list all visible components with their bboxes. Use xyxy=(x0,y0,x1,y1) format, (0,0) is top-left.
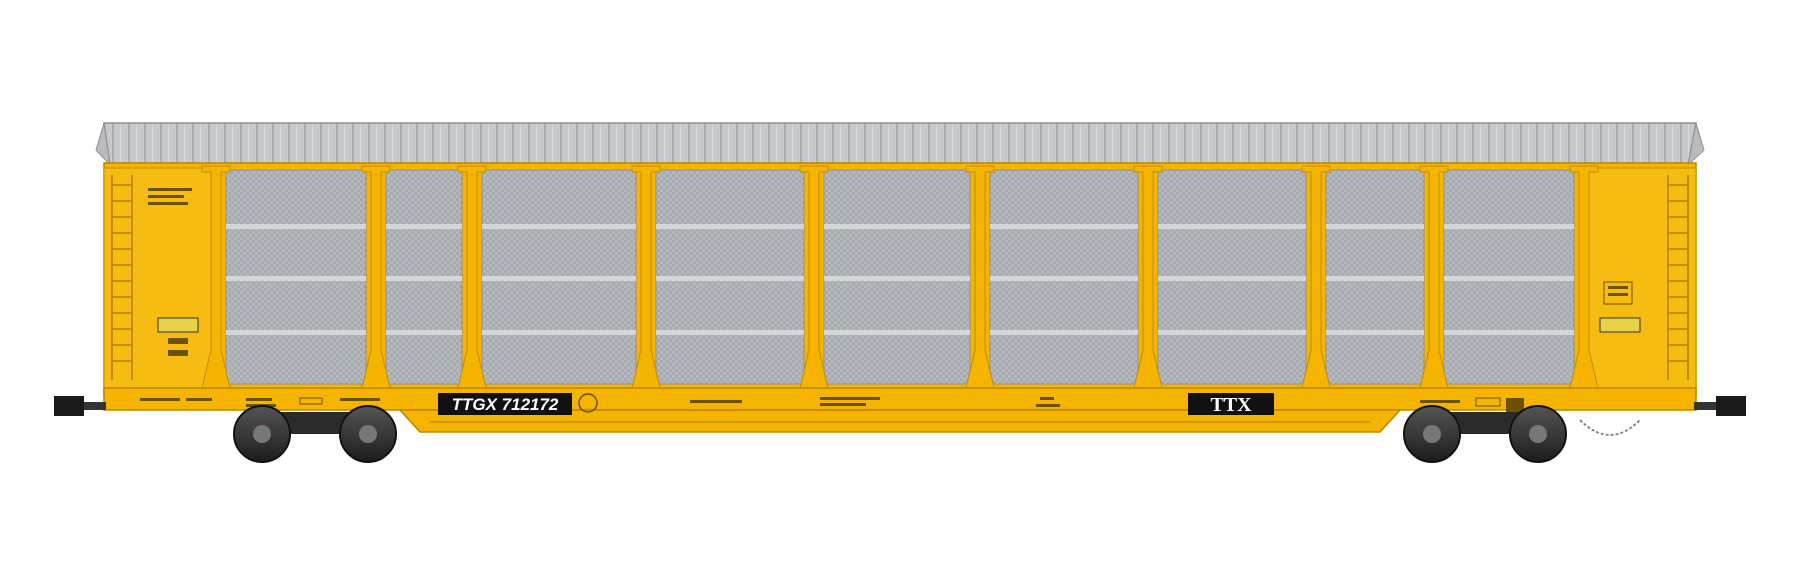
panel-band xyxy=(824,276,970,281)
coupler-icon xyxy=(54,396,1746,416)
brake-chain xyxy=(1579,419,1641,436)
panel-band xyxy=(386,330,462,335)
sill-emblem xyxy=(578,393,598,413)
panel-band xyxy=(1444,224,1574,229)
panel-band xyxy=(990,224,1138,229)
panel-band xyxy=(824,330,970,335)
panel-band xyxy=(482,276,636,281)
panel-band xyxy=(990,330,1138,335)
panel-band xyxy=(482,224,636,229)
panel-band xyxy=(656,224,804,229)
panel-band xyxy=(1158,276,1306,281)
panel-band xyxy=(1444,276,1574,281)
panel-band xyxy=(1326,276,1424,281)
reporting-mark-text: TTGX 712172 xyxy=(452,395,559,414)
panel-band xyxy=(1326,330,1424,335)
ttx-logo: TTX xyxy=(1188,393,1274,416)
panel-band xyxy=(226,224,366,229)
panel-band xyxy=(482,330,636,335)
panel-band xyxy=(656,276,804,281)
panel-band xyxy=(1326,224,1424,229)
right-end-section xyxy=(1583,167,1697,391)
panel-band xyxy=(226,276,366,281)
end-placard-left xyxy=(157,317,199,333)
panel-band xyxy=(1158,224,1306,229)
panel-band xyxy=(386,276,462,281)
side-screen-panels xyxy=(225,169,1575,385)
wheel-icon xyxy=(233,405,1567,463)
end-placard-right xyxy=(1599,317,1641,333)
panel-band xyxy=(1444,330,1574,335)
logo-text: TTX xyxy=(1210,394,1252,416)
roof xyxy=(95,122,1705,167)
panel-band xyxy=(1158,330,1306,335)
panel-band xyxy=(824,224,970,229)
panel-band xyxy=(990,276,1138,281)
panel-band xyxy=(386,224,462,229)
reporting-mark-label: TTGX 712172 xyxy=(438,393,572,415)
panel-band xyxy=(656,330,804,335)
panel-band xyxy=(226,330,366,335)
